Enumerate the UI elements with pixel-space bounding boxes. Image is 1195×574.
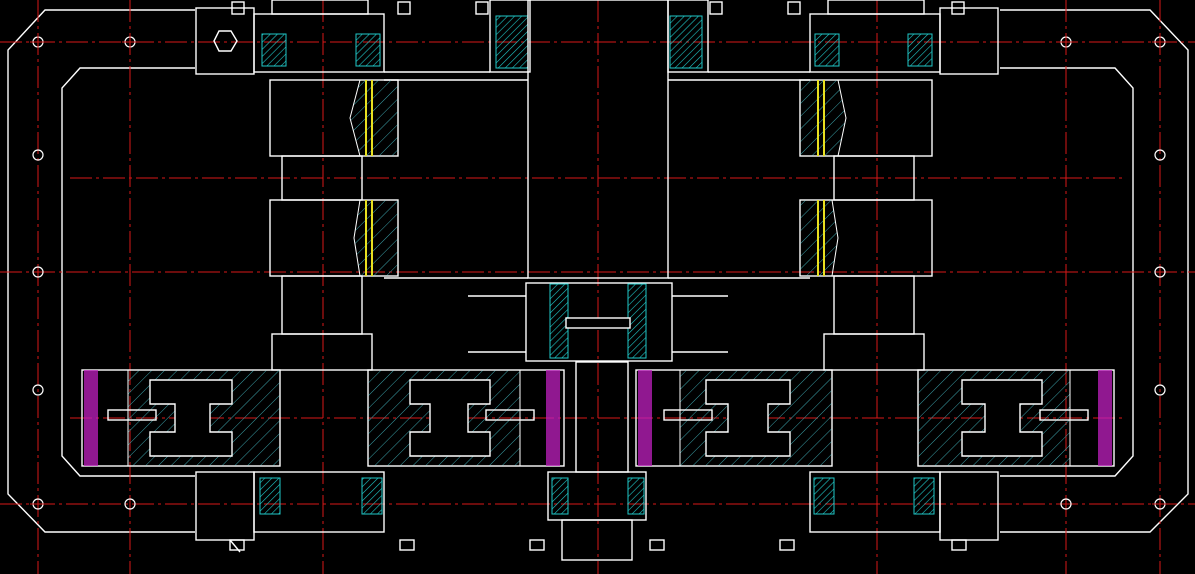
hex-nut-icon <box>195 7 255 75</box>
gear-icon <box>81 369 281 467</box>
bolt-hole-icon <box>1060 498 1072 510</box>
bottom-center-shaft <box>547 361 647 561</box>
bolt-hole-icon <box>1152 34 1168 50</box>
bolt-hole-icon <box>1058 34 1074 50</box>
bolt-hole-icon <box>1154 384 1166 396</box>
bolt-holes <box>30 34 1168 510</box>
shaft-icon <box>384 0 810 279</box>
bolt-hole-icon <box>1154 266 1166 278</box>
gear-icon <box>367 369 565 467</box>
bolt-hole-icon <box>1154 149 1166 161</box>
top-bearing-left <box>253 0 385 73</box>
top-bolts <box>231 1 965 15</box>
top-bearing-right <box>809 0 999 75</box>
right-gear-upper <box>799 79 933 371</box>
bolt-hole-icon <box>32 384 44 396</box>
bolt-hole-icon <box>122 34 138 50</box>
left-gear-upper <box>269 79 399 371</box>
top-bearing-center <box>384 0 810 73</box>
bolt-hole-icon <box>124 498 136 510</box>
gear-icon <box>635 369 833 467</box>
bolt-hole-icon <box>30 34 46 50</box>
bottom-bearing-left <box>195 471 385 553</box>
bolt-hole-icon <box>32 266 44 278</box>
bottom-bearing-right <box>809 471 999 541</box>
bolt-hole-icon <box>32 149 44 161</box>
bolt-hole-icon <box>30 498 46 510</box>
center-bearing-block <box>468 282 728 362</box>
gear-icon <box>917 369 1115 467</box>
bottom-bolts <box>229 539 967 551</box>
bolt-hole-icon <box>1152 498 1168 510</box>
